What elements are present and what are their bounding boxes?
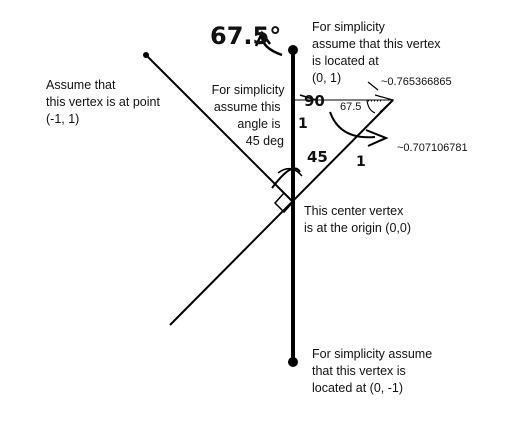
center-vertex-line-1: This center vertex — [304, 204, 404, 218]
bottom-vertex-dot — [288, 357, 298, 367]
angle-note-line-2: assume this — [214, 100, 281, 114]
top-vertex-note: For simplicity assume that this vertex i… — [312, 20, 444, 85]
bottom-vertex-line-1: For simplicity assume — [312, 347, 432, 361]
bottom-vertex-line-3: located at (0, -1) — [312, 381, 403, 395]
left-vertex-line-2: this vertex is at point — [46, 95, 160, 109]
angle-note: For simplicity assume this angle is 45 d… — [212, 83, 288, 148]
left-vertex-line-3: (-1, 1) — [46, 112, 79, 126]
left-vertex-dot — [143, 52, 149, 58]
big-angle-label: 67.5° — [210, 22, 281, 50]
bottom-vertex-line-2: that this vertex is — [312, 364, 406, 378]
left-vertex-line-1: Assume that — [46, 78, 116, 92]
arrow-head-up — [254, 30, 272, 47]
small-angle-label: 67.5 — [340, 101, 361, 113]
arc-small-angle — [366, 99, 376, 114]
top-vertex-line-3: is located at — [312, 54, 379, 68]
one-side-label: 1 — [298, 116, 308, 132]
one-bottom-label: 1 — [356, 154, 366, 170]
left-vertex-note: Assume that this vertex is at point (-1,… — [46, 78, 163, 126]
angle-note-line-1: For simplicity — [212, 83, 286, 97]
angle-note-line-3: angle is — [237, 117, 280, 131]
arrow-big-angle — [260, 35, 283, 57]
angle-note-line-4: 45 deg — [246, 134, 284, 148]
top-vertex-line-2: assume that this vertex — [312, 37, 441, 51]
center-vertex-line-2: is at the origin (0,0) — [304, 221, 411, 235]
long-diagonal-line — [169, 99, 394, 326]
top-vertex-line-4: (0, 1) — [312, 71, 341, 85]
arc-left-angle — [271, 167, 301, 189]
ninety-label: 90 — [304, 92, 325, 110]
bottom-vertex-note: For simplicity assume that this vertex i… — [312, 347, 436, 395]
arrow-head-right — [365, 129, 389, 147]
ninety-tick — [299, 94, 317, 101]
right-triangle-marker — [374, 94, 395, 113]
left-diagonal-line — [145, 54, 294, 203]
top-vertex-line-1: For simplicity — [312, 20, 386, 34]
forty-five-label: 45 — [307, 148, 328, 166]
length-right-label: ~0.707106781 — [397, 142, 468, 154]
top-vertex-dot — [288, 45, 298, 55]
length-top-label: ~0.765366865 — [381, 76, 452, 88]
arrow-to-top-length — [367, 81, 379, 91]
right-angle-marker — [273, 192, 294, 214]
center-vertex-note: This center vertex is at the origin (0,0… — [304, 204, 411, 235]
arrow-to-length-label — [329, 111, 376, 139]
arc-45-angle — [277, 167, 303, 177]
